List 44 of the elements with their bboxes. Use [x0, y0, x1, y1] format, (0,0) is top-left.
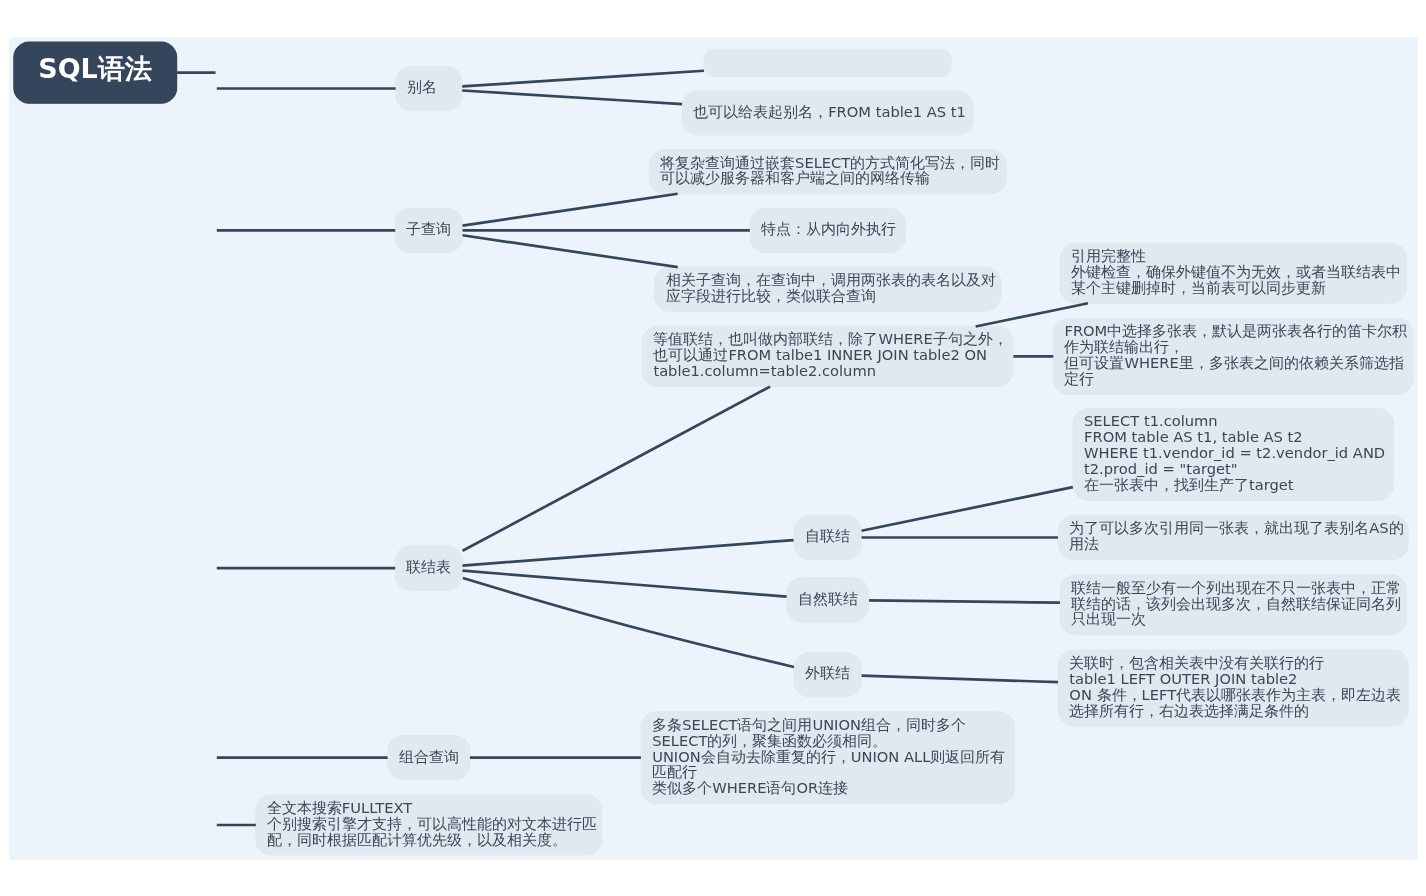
- connector: [461, 233, 678, 268]
- node-box: 自然联结: [785, 576, 869, 623]
- node-box: 自联结: [792, 514, 862, 560]
- connector: [974, 301, 1088, 328]
- node-box: SELECT t1.column FROM table AS t1, table AS t2 WHERE t1.vendor_id = t2.vendor_id AND t2.prod_id = "target" 在一张表中，找到生产了target: [1071, 407, 1394, 501]
- node-box: 子查询: [394, 207, 463, 253]
- node-box: SQL语法: [12, 40, 177, 104]
- connector: [860, 485, 1073, 532]
- node-box: 关联时，包含相关表中没有关联行的行 table1 LEFT OUTER JOIN table2 ON 条件，LEFT代表以哪张表作为主表，即左边表选择所有行，右边表选择满足条件的: [1057, 648, 1409, 726]
- node-box: [703, 48, 952, 77]
- connector: [461, 88, 682, 105]
- connector: [216, 228, 395, 232]
- node-box: 也可以给表起别名，FROM table1 AS t1: [681, 89, 974, 136]
- connector: [861, 673, 1058, 683]
- node-box: 组合查询: [386, 734, 470, 780]
- node-box: 引用完整性 外键检查，确保外键值不为无效，或者当联结表中某个主键删掉时，当前表可以同步更新: [1059, 242, 1407, 304]
- connector: [176, 70, 216, 74]
- connector: [1012, 354, 1053, 358]
- node-box: 将复杂查询通过嵌套SELECT的方式简化写法，同时可以减少服务器和客户端之间的网络传输: [648, 148, 1007, 194]
- connector: [461, 568, 787, 598]
- connector: [216, 823, 256, 826]
- node-box: 等值联结，也叫做内部联结，除了WHERE子句之外，也可以通过FROM talbe1 INNER JOIN table2 ON table1.column=table2.column: [641, 325, 1014, 387]
- node-box: 相关子查询，在查询中，调用两张表的表名以及对应字段进行比较，类似联合查询: [653, 266, 1001, 312]
- connector: [216, 755, 388, 759]
- node-box: 别名: [394, 65, 463, 111]
- connector: [469, 755, 641, 759]
- node-box: 全文本搜索FULLTEXT 个别搜索引擎才支持，可以高性能的对文本进行匹配，同时根据匹配计算优先级，以及相关度。: [254, 793, 603, 856]
- node-box: 特点：从内向外执行: [748, 207, 906, 253]
- connector: [216, 86, 396, 90]
- connector: [461, 384, 771, 552]
- node-box: 多条SELECT语句之间用UNION组合，同时多个SELECT的列，聚集函数必须相同。 UNION会自动去除重复的行，UNION ALL则返回所有匹配行 类似多个WHERE语句OR连接: [640, 710, 1015, 804]
- node-box: 为了可以多次引用同一张表，就出现了表别名AS的用法: [1057, 514, 1409, 560]
- connector: [461, 191, 678, 227]
- connector: [868, 598, 1060, 604]
- connector: [216, 566, 395, 569]
- connector: [461, 538, 794, 567]
- node-box: 联结一般至少有一个列出现在不只一张表中，正常联结的话，该列会出现多次，自然联结保证同名列只出现一次: [1059, 573, 1407, 635]
- connector: [462, 228, 750, 232]
- connector: [461, 68, 704, 88]
- node-box: FROM中选择多张表，默认是两张表各行的笛卡尔积作为联结输出行， 但可设置WHERE里，多张表之间的依赖关系筛选指定行: [1052, 317, 1414, 395]
- connector: [861, 535, 1058, 539]
- node-box: 联结表: [394, 544, 463, 591]
- node-box: 外联结: [792, 651, 862, 697]
- connector: [462, 576, 794, 668]
